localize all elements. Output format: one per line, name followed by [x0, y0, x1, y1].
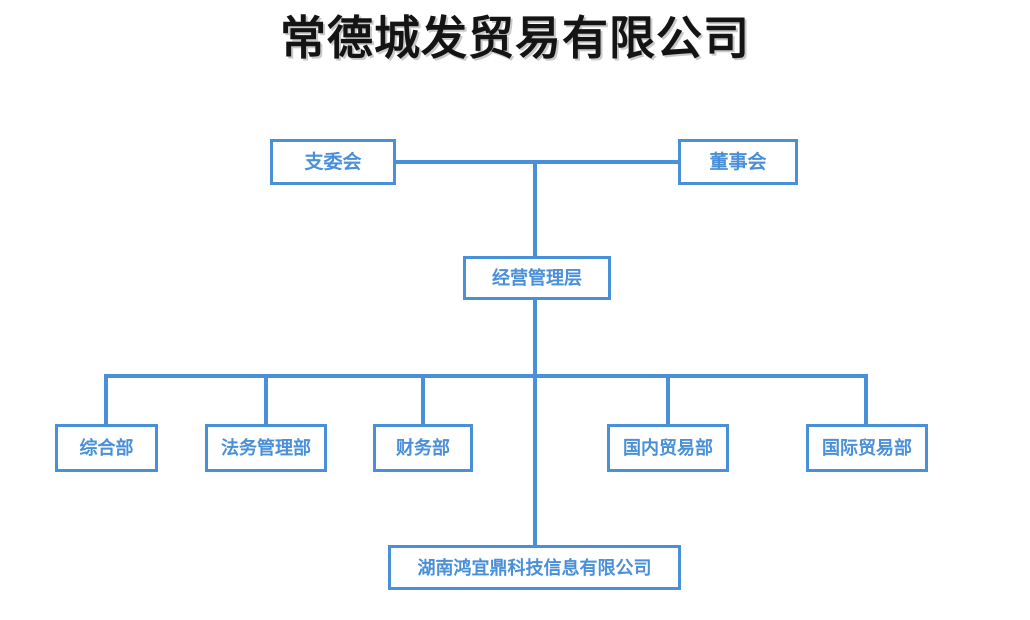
connector-drop-domestic-trade	[666, 374, 670, 424]
connector-drop-general-affairs	[104, 374, 108, 424]
org-node-international-trade[interactable]: 国际贸易部	[806, 424, 928, 472]
org-node-label: 经营管理层	[492, 268, 582, 288]
connector-management-to-departments	[533, 300, 537, 378]
connector-drop-international-trade	[864, 374, 868, 424]
org-node-domestic-trade[interactable]: 国内贸易部	[607, 424, 729, 472]
connector-drop-finance	[421, 374, 425, 424]
connector-drop-legal-affairs	[264, 374, 268, 424]
org-node-operations-management[interactable]: 经营管理层	[463, 256, 611, 300]
connector-governance-spine	[396, 160, 678, 164]
connector-drop-subsidiary	[533, 374, 537, 545]
org-node-label: 综合部	[79, 438, 134, 458]
org-node-board-of-directors[interactable]: 董事会	[678, 139, 798, 185]
org-node-label: 国际贸易部	[822, 438, 912, 458]
org-node-label: 法务管理部	[221, 438, 311, 458]
org-node-legal-affairs[interactable]: 法务管理部	[205, 424, 327, 472]
org-node-label: 董事会	[709, 151, 767, 173]
org-node-label: 支委会	[304, 151, 362, 173]
org-node-label: 财务部	[396, 438, 450, 458]
connector-department-bar	[104, 374, 868, 378]
org-node-hunan-hongyiding-subsidiary[interactable]: 湖南鸿宜鼎科技信息有限公司	[388, 545, 681, 590]
org-node-party-committee[interactable]: 支委会	[270, 139, 396, 185]
org-node-general-affairs[interactable]: 综合部	[55, 424, 158, 472]
org-node-label: 湖南鸿宜鼎科技信息有限公司	[417, 557, 652, 578]
connector-governance-to-management	[533, 160, 537, 256]
org-node-label: 国内贸易部	[623, 438, 713, 458]
org-node-finance[interactable]: 财务部	[373, 424, 473, 472]
page-title: 常德城发贸易有限公司	[280, 13, 750, 64]
